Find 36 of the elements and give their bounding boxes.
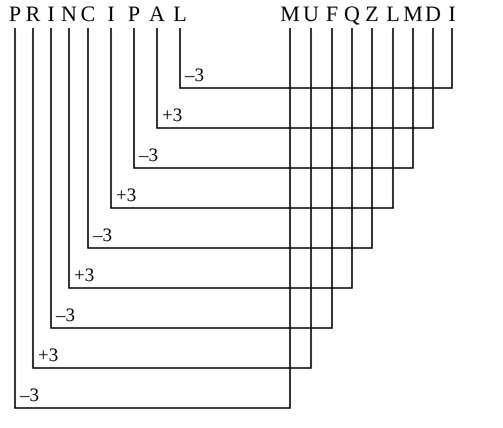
edge-label: +3 — [38, 346, 58, 366]
edge-label: +3 — [74, 266, 94, 286]
connector-line — [179, 28, 453, 89]
connector-line — [156, 28, 434, 129]
connector-line — [110, 28, 394, 209]
connector-line — [133, 28, 414, 169]
letter: Z — [365, 2, 379, 26]
edge-label: –3 — [93, 226, 112, 246]
edge-label: –3 — [139, 146, 158, 166]
edge-label: +3 — [162, 106, 182, 126]
edge-label: –3 — [20, 386, 39, 406]
letter: I — [107, 2, 115, 26]
letter: R — [26, 2, 40, 26]
connector-line — [50, 28, 333, 329]
letter: N — [61, 2, 77, 26]
letter: C — [80, 2, 96, 26]
letter: D — [425, 2, 441, 26]
letter: P — [128, 2, 140, 26]
letter: F — [326, 2, 338, 26]
letter: I — [47, 2, 55, 26]
letter: U — [303, 2, 319, 26]
connector-line — [14, 28, 291, 409]
letter: L — [173, 2, 187, 26]
letter: M — [280, 2, 300, 26]
connector-line — [87, 28, 373, 249]
letter: I — [448, 2, 456, 26]
letter: A — [149, 2, 165, 26]
letter: Q — [344, 2, 360, 26]
connector-line — [32, 28, 312, 369]
letter: M — [403, 2, 423, 26]
edge-label: –3 — [185, 66, 204, 86]
letter: P — [8, 2, 22, 26]
connector-line — [68, 28, 353, 289]
edge-label: +3 — [116, 186, 136, 206]
edge-label: –3 — [56, 306, 75, 326]
letter: L — [386, 2, 400, 26]
